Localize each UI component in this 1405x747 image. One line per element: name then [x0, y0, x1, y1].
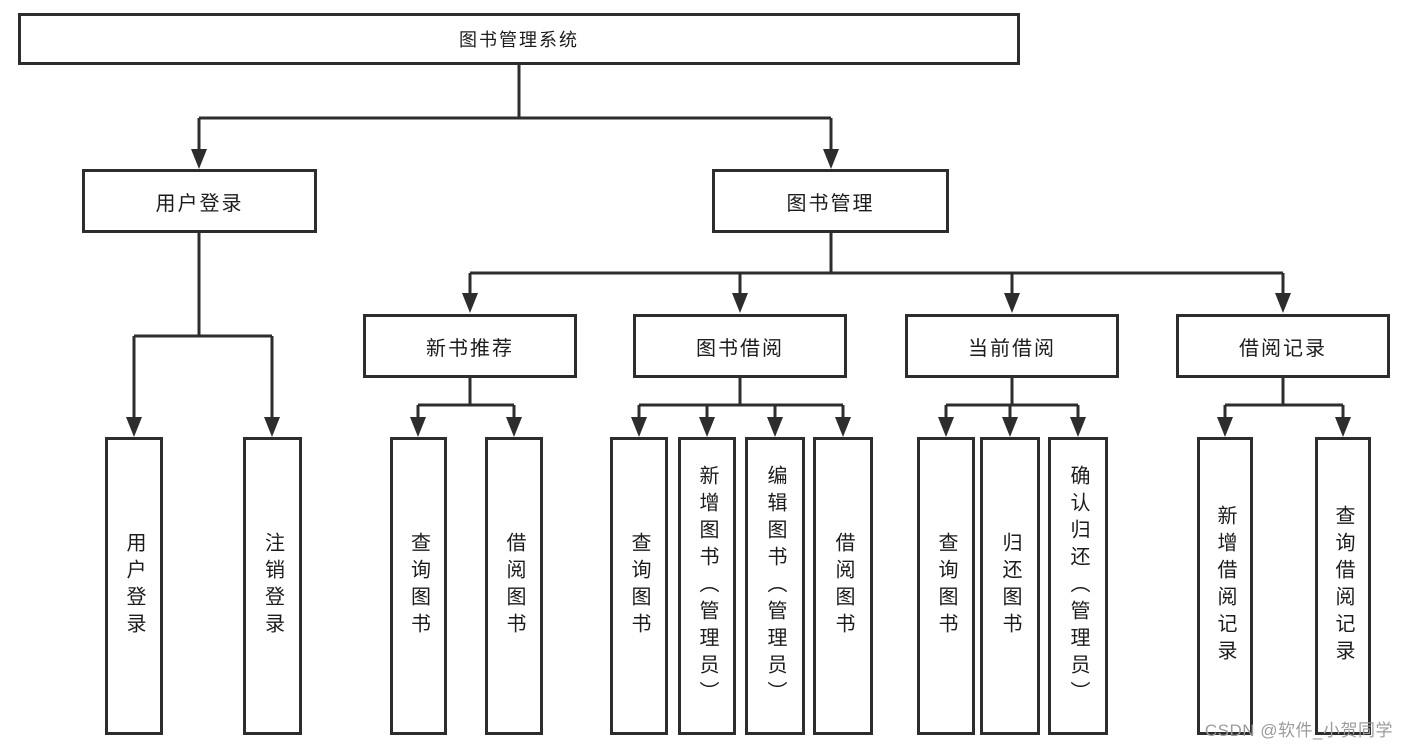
node-label: 查询图书 — [628, 532, 650, 640]
csdn-watermark: CSDN @软件_小贺同学 — [1204, 721, 1393, 740]
node-label: 图书借阅 — [696, 337, 784, 360]
node-current-borrowing: 当前借阅 — [905, 314, 1119, 378]
leaf-edit-books-admin: 编辑图书（管理员） — [745, 437, 805, 735]
node-book-borrowing: 图书借阅 — [633, 314, 847, 378]
leaf-borrow-books: 借阅图书 — [813, 437, 873, 735]
node-label: 查询借阅记录 — [1332, 505, 1354, 667]
leaf-query-books-borrowing: 查询图书 — [610, 437, 668, 735]
leaf-user-login: 用户登录 — [105, 437, 163, 735]
leaf-borrow-books-recommend: 借阅图书 — [485, 437, 543, 735]
leaf-add-books-admin: 新增图书（管理员） — [678, 437, 736, 735]
node-label: 图书管理系统 — [459, 30, 579, 50]
node-label: 用户登录 — [155, 192, 244, 215]
node-label: 借阅图书 — [503, 532, 525, 640]
node-label: 借阅记录 — [1239, 337, 1327, 360]
node-label: 图书管理 — [786, 192, 875, 215]
arrowheads — [126, 149, 1351, 437]
node-label: 编辑图书（管理员） — [764, 464, 786, 708]
leaf-return-books: 归还图书 — [980, 437, 1040, 735]
leaf-query-books-recommend: 查询图书 — [390, 437, 447, 735]
leaf-logout: 注销登录 — [243, 437, 302, 735]
node-new-book-recommend: 新书推荐 — [363, 314, 577, 378]
leaf-query-books-current: 查询图书 — [917, 437, 975, 735]
node-label: 当前借阅 — [968, 337, 1056, 360]
node-label: 确认归还（管理员） — [1067, 464, 1089, 708]
node-label: 归还图书 — [999, 532, 1021, 640]
node-borrowing-records: 借阅记录 — [1176, 314, 1390, 378]
node-user-login-branch: 用户登录 — [82, 169, 317, 233]
leaf-query-borrow-record: 查询借阅记录 — [1315, 437, 1371, 735]
node-book-management-branch: 图书管理 — [712, 169, 949, 233]
node-label: 用户登录 — [123, 532, 145, 640]
node-label: 注销登录 — [261, 532, 284, 640]
node-library-management-system: 图书管理系统 — [18, 13, 1020, 65]
node-label: 新书推荐 — [426, 337, 514, 360]
leaf-add-borrow-record: 新增借阅记录 — [1197, 437, 1253, 735]
leaf-confirm-return-admin: 确认归还（管理员） — [1048, 437, 1108, 735]
node-label: 新增图书（管理员） — [696, 464, 718, 708]
node-label: 新增借阅记录 — [1214, 505, 1236, 667]
node-label: 查询图书 — [407, 532, 430, 640]
node-label: 借阅图书 — [832, 532, 854, 640]
node-label: 查询图书 — [935, 532, 957, 640]
